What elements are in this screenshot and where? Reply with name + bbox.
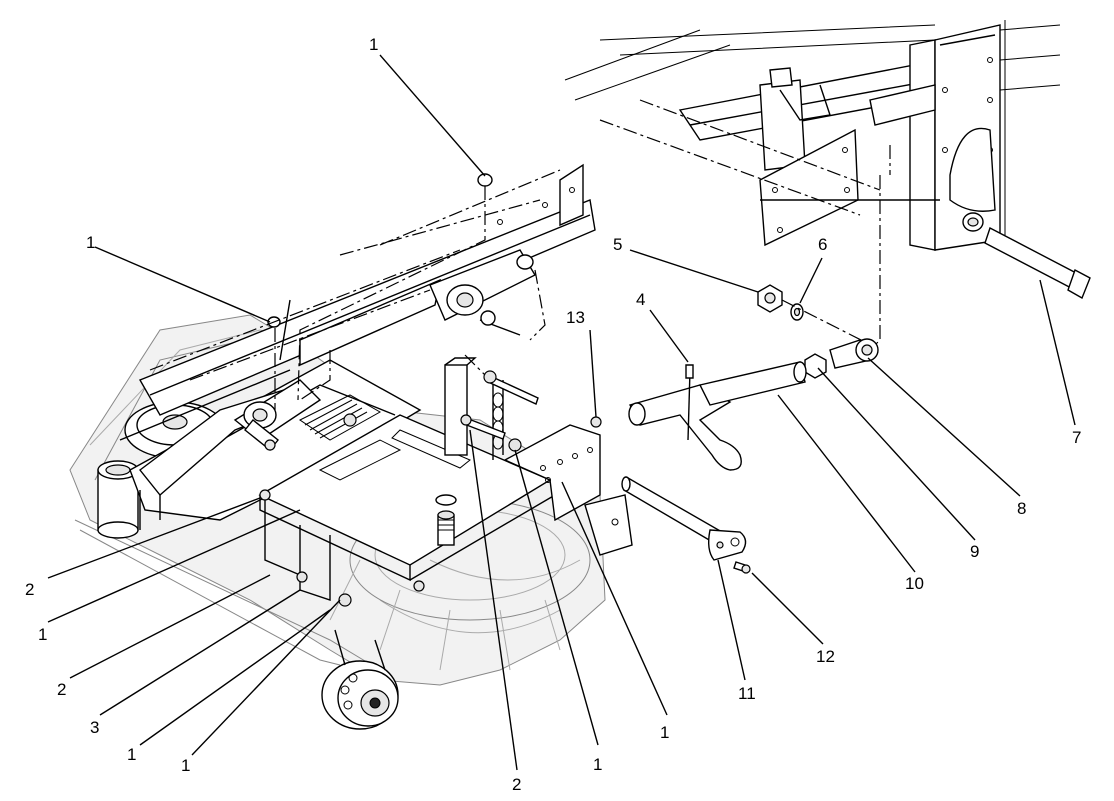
- callout-label: 1: [660, 723, 669, 742]
- nut-5: [757, 284, 783, 313]
- jam-nut-9: [804, 353, 827, 379]
- lift-frame-rail: [119, 163, 596, 530]
- rod-end-8: [829, 338, 879, 369]
- hitch-bracket-right: [444, 357, 633, 556]
- callout-label: 13: [566, 308, 585, 327]
- washer-6: [790, 303, 804, 321]
- nut-fasteners: [267, 173, 493, 328]
- assembly-lines-right: [599, 99, 940, 351]
- callout-label: 3: [90, 718, 99, 737]
- leader-lines: [47, 54, 1076, 771]
- pin-11: [621, 476, 747, 561]
- pivot-bolts: [460, 370, 602, 452]
- assembly-lines-left: [149, 169, 561, 410]
- callout-label: 1: [38, 625, 47, 644]
- callout-label: 4: [636, 290, 645, 309]
- pivot-bolt-7: [984, 226, 1091, 300]
- callout-label: 11: [738, 684, 756, 703]
- callout-label: 1: [86, 233, 95, 252]
- lift-link-10: [628, 361, 807, 471]
- callout-label: 5: [613, 235, 622, 254]
- callout-label: 9: [970, 542, 979, 561]
- centerline-5-8: [781, 299, 866, 343]
- caster-wheel: [321, 629, 399, 730]
- bolt-12: [733, 561, 751, 574]
- callout-label: 1: [181, 756, 190, 775]
- callout-label: 7: [1072, 428, 1081, 447]
- callout-label: 12: [816, 647, 835, 666]
- callout-label: 2: [25, 580, 34, 599]
- callout-label: 1: [127, 745, 136, 764]
- callout-label: 1: [593, 755, 602, 774]
- callout-label: 1: [369, 35, 378, 54]
- callout-labels: 1 1 2 1 2 3 1 1 2 1 1 13 4 5 6 7 8 9 10 …: [25, 35, 1081, 794]
- callout-label: 2: [57, 680, 66, 699]
- callout-label: 10: [905, 574, 924, 593]
- callout-label: 2: [512, 775, 521, 794]
- callout-label: 6: [818, 235, 827, 254]
- callout-label: 8: [1017, 499, 1026, 518]
- tractor-frame: [564, 20, 1061, 251]
